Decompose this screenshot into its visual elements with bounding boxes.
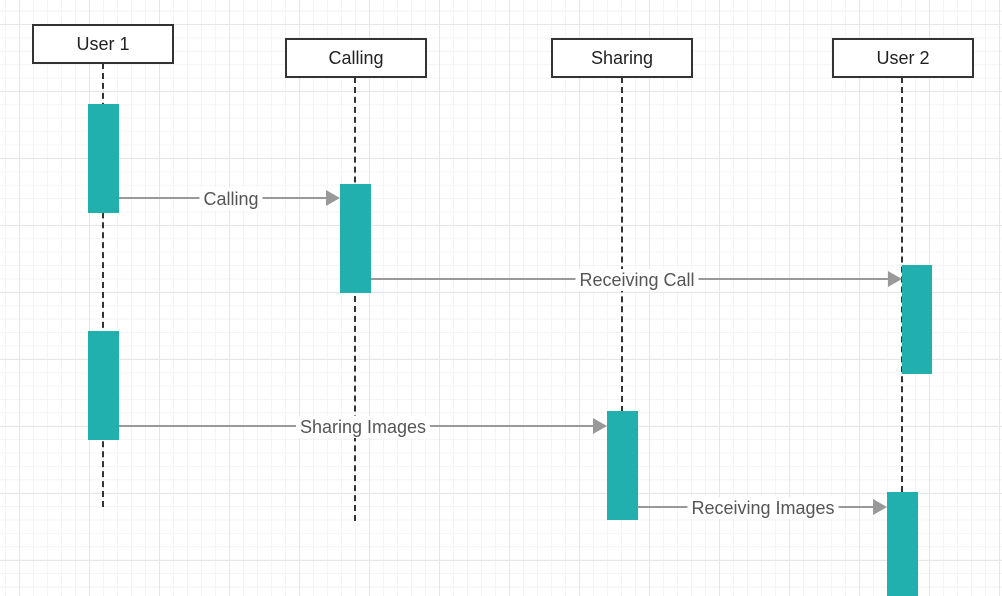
calling-activation[interactable] [340, 184, 371, 293]
actor-user1[interactable]: User 1 [32, 24, 174, 64]
message-receiving-call-arrowhead [888, 271, 902, 287]
message-receiving-call-label: Receiving Call [575, 269, 699, 291]
user2-activation-1[interactable] [902, 265, 932, 374]
user1-lifeline [102, 63, 104, 507]
message-receiving-images-label: Receiving Images [687, 497, 839, 519]
user1-activation-1[interactable] [88, 104, 119, 213]
actor-user1-label: User 1 [76, 33, 130, 54]
actor-calling[interactable]: Calling [285, 38, 427, 78]
sharing-lifeline [621, 77, 623, 412]
actor-sharing[interactable]: Sharing [551, 38, 693, 78]
actor-user2[interactable]: User 2 [832, 38, 974, 78]
user1-activation-2[interactable] [88, 331, 119, 440]
message-sharing-images-label: Sharing Images [295, 416, 431, 438]
message-calling-arrowhead [326, 190, 340, 206]
actor-sharing-label: Sharing [590, 47, 654, 68]
actor-user2-label: User 2 [876, 47, 930, 68]
actor-calling-label: Calling [328, 47, 384, 68]
user2-activation-2[interactable] [887, 492, 918, 596]
message-calling-label: Calling [199, 188, 263, 210]
message-sharing-images-arrowhead [593, 418, 607, 434]
message-receiving-images-arrowhead [873, 499, 887, 515]
sharing-activation[interactable] [607, 411, 638, 520]
calling-lifeline [354, 77, 356, 521]
